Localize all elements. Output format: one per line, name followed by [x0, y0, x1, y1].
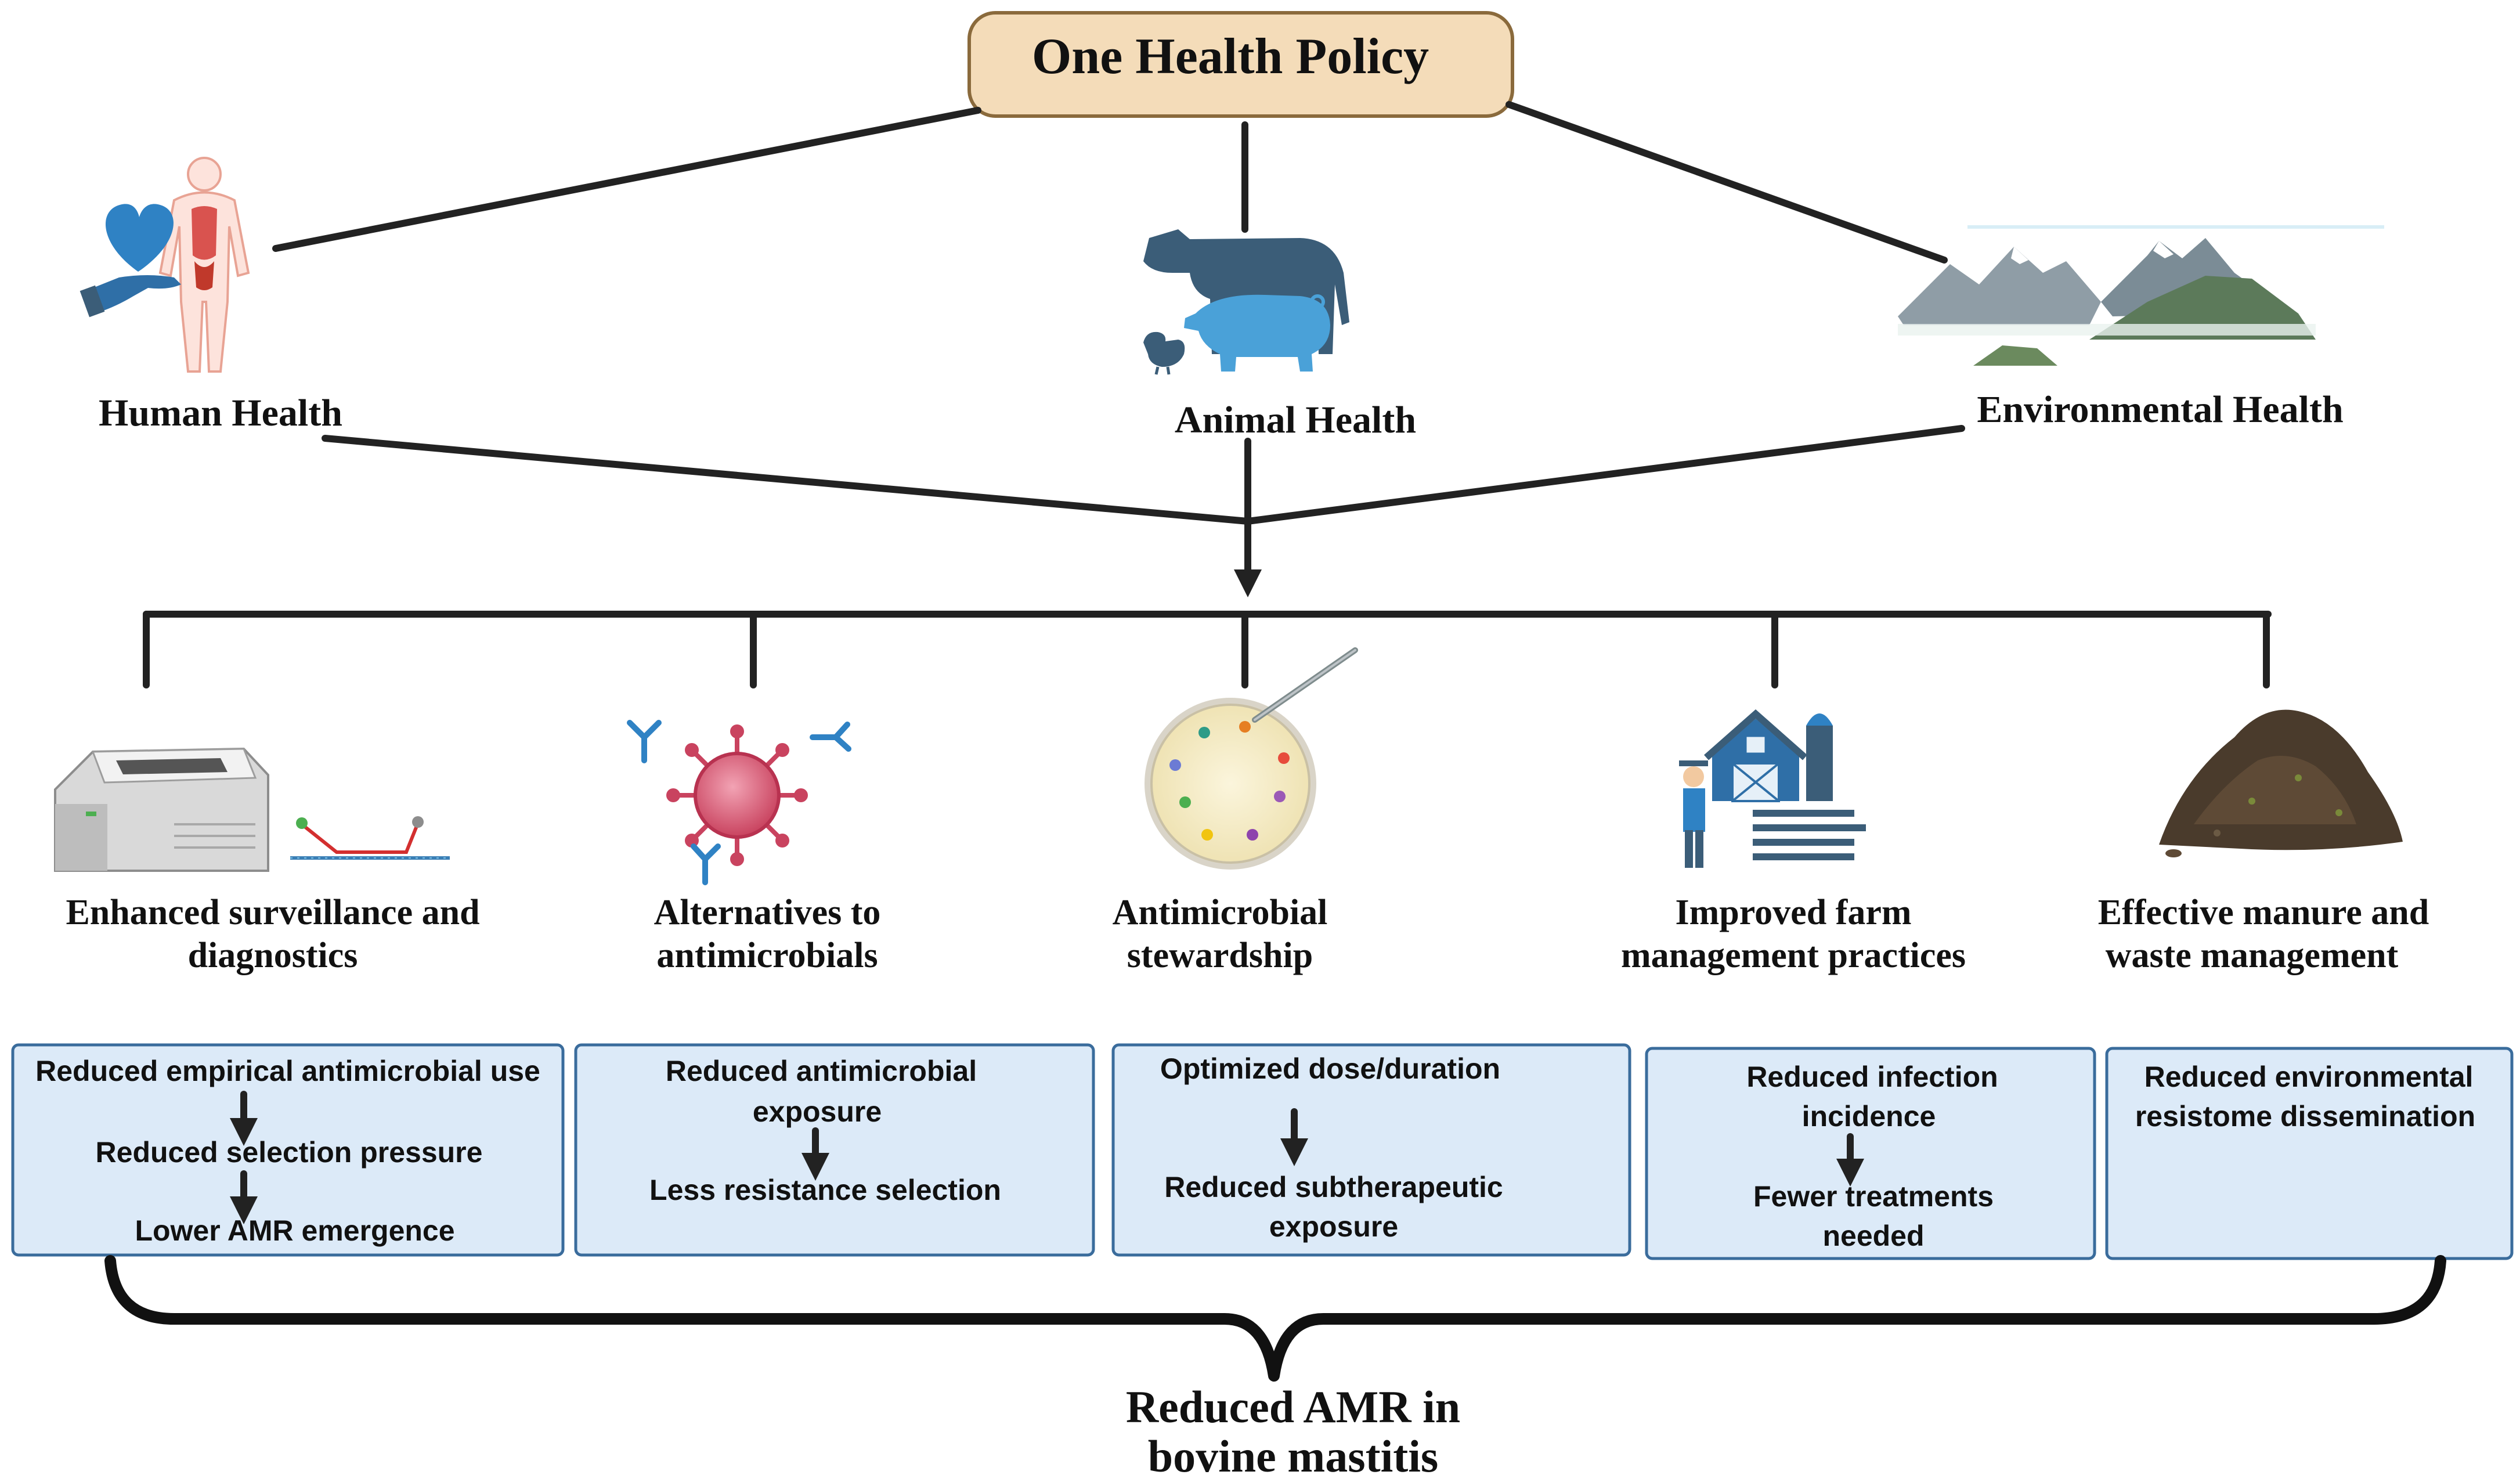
outcome-box-2: Reduced antimicrobial exposure Less resi… — [574, 1043, 1095, 1257]
outcome-box-1-line3: Lower AMR emergence — [135, 1214, 454, 1247]
outcome-box-3-line3: exposure — [1269, 1210, 1398, 1243]
strategy-2-title-line1: Alternatives to — [654, 893, 881, 932]
strategy-5-title-line1: Effective manure and — [2098, 893, 2429, 932]
title-connectors — [272, 101, 1948, 264]
mountain-landscape-icon — [1898, 225, 2384, 366]
outcome-box-4-line4: needed — [1822, 1220, 1924, 1252]
domain-convergence — [322, 425, 1965, 597]
outcome-box-2-line1: Reduced antimicrobial — [666, 1055, 977, 1087]
petri-dish-icon — [1145, 647, 1358, 870]
outcome-box-4: Reduced infection incidence Fewer treatm… — [1645, 1047, 2096, 1260]
outcome-box-3-line1: Optimized dose/duration — [1160, 1052, 1500, 1085]
strategy-2-title-line2: antimicrobials — [656, 936, 878, 975]
outcome-box-5-line2: resistome dissemination — [2135, 1100, 2475, 1133]
domain-label-human: Human Health — [99, 392, 342, 434]
connector-title-environment — [1505, 101, 1948, 264]
strategy-4-title-line1: Improved farm — [1676, 893, 1912, 932]
connector-human-convergence — [322, 435, 1251, 525]
outcome-box-2-line2: exposure — [753, 1095, 882, 1128]
title-box — [967, 11, 1514, 118]
outcome-box-3-line2: Reduced subtherapeutic — [1164, 1171, 1503, 1203]
strategy-3-title-line2: stewardship — [1127, 936, 1313, 975]
farm-barn-icon — [1679, 709, 1866, 868]
outcome-box-4-line3: Fewer treatments — [1753, 1180, 1994, 1213]
strategy-4-title-line2: management practices — [1621, 936, 1966, 975]
outcome-box-4-line2: incidence — [1802, 1100, 1936, 1133]
outcome-box-1-frame — [11, 1043, 565, 1257]
pcr-diagnostic-icon — [54, 747, 450, 872]
title-node: One Health Policy — [967, 11, 1514, 118]
title-text: One Health Policy — [1032, 28, 1429, 85]
outcome-box-5-frame — [2105, 1047, 2514, 1260]
final-outcome-line1: Reduced AMR in — [1126, 1382, 1460, 1432]
outcome-box-3: Optimized dose/duration Reduced subthera… — [1111, 1043, 1631, 1257]
outcome-box-2-frame — [574, 1043, 1095, 1257]
connector-title-human — [272, 107, 981, 252]
connector-environment-convergence — [1244, 425, 1965, 525]
strategy-5-title-line2: waste management — [2106, 936, 2399, 975]
human-health-icon — [80, 157, 250, 373]
outcome-box-3-frame — [1111, 1043, 1631, 1257]
final-outcome-line2: bovine mastitis — [1148, 1431, 1439, 1481]
summary-bracket — [104, 1255, 2446, 1382]
domain-label-environment: Environmental Health — [1977, 388, 2343, 431]
outcome-box-1-line1: Reduced empirical antimicrobial use — [35, 1055, 540, 1087]
outcome-box-5-line1: Reduced environmental — [2144, 1061, 2474, 1093]
outcome-box-4-line1: Reduced infection — [1746, 1061, 1998, 1093]
outcome-box-1: Reduced empirical antimicrobial use Redu… — [11, 1043, 565, 1257]
strategy-1-title-line2: diagnostics — [188, 936, 358, 975]
outcome-box-2-line3: Less resistance selection — [649, 1174, 1001, 1206]
livestock-icon — [1143, 229, 1349, 375]
outcome-box-4-frame — [1645, 1047, 2096, 1260]
virus-antibody-icon — [627, 720, 851, 885]
strategy-distribution — [143, 611, 2272, 688]
outcome-box-1-line2: Reduced selection pressure — [96, 1136, 483, 1169]
manure-pile-icon — [2159, 709, 2403, 857]
outcome-box-5: Reduced environmental resistome dissemin… — [2105, 1047, 2514, 1260]
strategy-1-title-line1: Enhanced surveillance and — [66, 893, 479, 932]
strategy-3-title-line1: Antimicrobial — [1113, 893, 1328, 932]
domain-label-animal: Animal Health — [1175, 399, 1416, 441]
